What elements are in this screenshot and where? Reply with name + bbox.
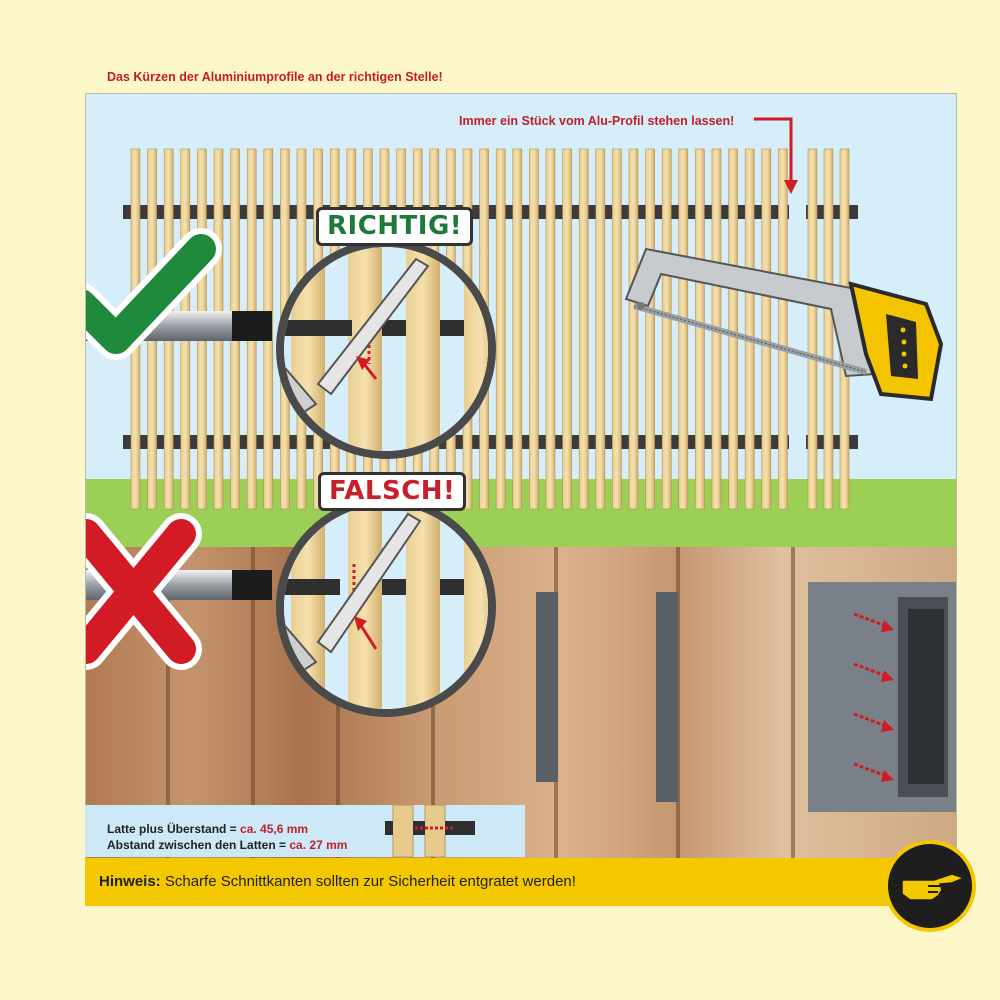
- fence-slat: [678, 148, 689, 510]
- page-title: Das Kürzen der Aluminiumprofile an der r…: [107, 70, 443, 84]
- check-icon: [86, 228, 222, 360]
- fence-slat: [645, 148, 655, 510]
- measurement-line-2: Abstand zwischen den Latten = ca. 27 mm: [107, 838, 347, 852]
- measurement-label-2: Abstand zwischen den Latten =: [107, 838, 290, 852]
- measurement-line-1: Latte plus Überstand = ca. 45,6 mm: [107, 822, 308, 836]
- fence-slat: [628, 148, 639, 510]
- slat-detail-icon: [385, 805, 475, 857]
- hint-body: Scharfe Schnittkanten sollten zur Sicher…: [160, 873, 576, 890]
- fence-slat: [661, 148, 672, 510]
- hint-label: Hinweis:: [99, 873, 161, 890]
- fence-slat: [529, 148, 539, 510]
- fence-slat: [728, 148, 738, 510]
- fence-slat: [612, 148, 622, 510]
- fence-slat: [695, 148, 705, 510]
- fence-slat: [495, 148, 506, 510]
- fence-slat: [578, 148, 589, 510]
- hint-bar: Hinweis: Scharfe Schnittkanten sollten z…: [85, 858, 957, 906]
- fence-slat: [595, 148, 606, 510]
- magnifier-wrong: [276, 497, 496, 717]
- cut-arrows: [853, 612, 894, 782]
- fence-slat: [823, 148, 834, 510]
- badge-correct: RICHTIG!: [316, 207, 474, 246]
- cross-icon: [86, 513, 202, 670]
- callout-arrow: [754, 117, 793, 184]
- measurement-label-1: Latte plus Überstand =: [107, 822, 241, 836]
- fence-slat: [778, 148, 788, 510]
- hacksaw-icon: [624, 247, 944, 402]
- badge-wrong: FALSCH!: [318, 472, 467, 511]
- fence-slat: [807, 148, 818, 510]
- magnifier-correct: [276, 239, 496, 459]
- fence-slat: [562, 148, 572, 510]
- pointing-hand-icon: [884, 840, 976, 932]
- fence-slat: [512, 148, 523, 510]
- fence-illustration: [86, 117, 944, 782]
- photo-fence-closeup: [86, 547, 956, 905]
- measurement-value-1: ca. 45,6 mm: [240, 822, 309, 836]
- callout-text: Immer ein Stück vom Alu-Profil stehen la…: [459, 114, 735, 128]
- fence-slat: [545, 148, 556, 510]
- hint-text: Hinweis: Scharfe Schnittkanten sollten z…: [99, 873, 576, 890]
- measurement-panel: Latte plus Überstand = ca. 45,6 mm Absta…: [85, 805, 525, 857]
- measurement-value-2: ca. 27 mm: [289, 838, 348, 852]
- fence-slat: [744, 148, 755, 510]
- fence-slat: [761, 148, 772, 510]
- illustration-frame: Immer ein Stück vom Alu-Profil stehen la…: [85, 93, 957, 906]
